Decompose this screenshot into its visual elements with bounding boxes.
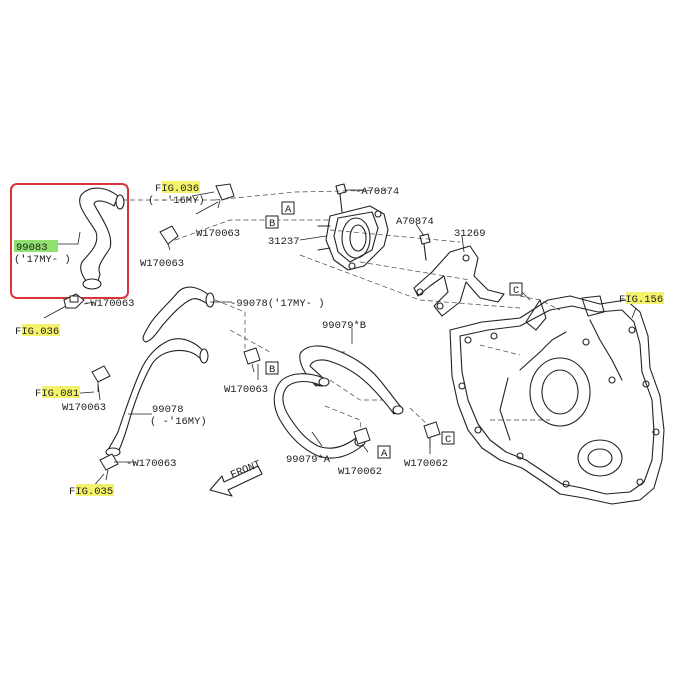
w170063-upper-left-label: W170063 [140,258,184,270]
box-a-top-label: A [285,204,292,216]
p31237-label: 31237 [268,236,300,248]
w170062-left-label: W170062 [338,466,382,478]
part-31237 [317,205,389,271]
hose-99079a [273,373,366,459]
w170063-lower-label: -W170063 [126,458,176,470]
my16-lower-label: ( -'16MY) [150,416,207,428]
clamp-w170063-fig081 [91,365,111,392]
hose-99083 [79,187,125,290]
box-c-right: C [509,282,523,297]
hose-99078-upper [142,286,215,343]
my17-left-label: ('17MY- ) [14,254,71,266]
p99079a-label: 99079*A [286,454,331,466]
box-b-top-label: B [269,218,275,230]
hose-99078-lower [105,338,209,457]
fig036-top-label: FIG.036 [155,183,199,195]
box-c-lower-label: C [445,434,451,446]
clamp-w170063-lower [99,453,119,481]
fig036-left-label: FIG.036 [15,326,59,338]
w170063-mid-label: W170063 [224,384,268,396]
part-31269 [413,245,505,317]
w170063-clamp-left-label: -W170063 [84,298,134,310]
clamp-w170062-left [353,427,371,445]
fig035-label: FIG.035 [69,486,113,498]
clamp-w170063-top [215,183,235,209]
p99079b-label: 99079*B [322,320,366,332]
p99078-lower-label: 99078 [152,404,184,416]
leader-lines [43,189,637,489]
p99078-upper-label: -99078('17MY- ) [230,298,325,310]
clamp-w170063-upper-left [159,225,179,251]
fig156-label: FIG.156 [619,294,663,306]
fig081-label: FIG.081 [35,388,79,400]
box-b-mid: B [265,361,279,376]
w170063-top-label: W170063 [196,228,240,240]
clamp-w170063-mid [243,347,261,373]
clamp-w170062-right [423,421,441,448]
dashed-assembly-lines [122,189,561,437]
w170063-fig081-label: W170063 [62,402,106,414]
front-label: FRONT [229,459,263,482]
w170062-right-label: W170062 [404,458,448,470]
transmission-case [449,295,665,505]
clamp-w170063-left [63,293,85,309]
bolt-a70874-mid [419,233,431,261]
p31269-label: 31269 [454,228,486,240]
box-a-lower-label: A [381,448,388,460]
a70874-top-label: -A70874 [355,186,399,198]
box-a-top: A [281,201,295,216]
box-c-lower: C [441,431,455,446]
box-b-top: B [265,215,279,230]
a70874-mid-label: A70874 [396,216,434,228]
box-a-lower: A [377,445,391,460]
box-c-right-label: C [513,285,519,297]
box-b-mid-label: B [269,364,275,376]
bolt-a70874-top [335,183,347,213]
front-arrow-icon [209,465,263,497]
p99083-label: 99083 [16,242,48,254]
my16-top-label: ( -'16MY) [148,195,205,207]
